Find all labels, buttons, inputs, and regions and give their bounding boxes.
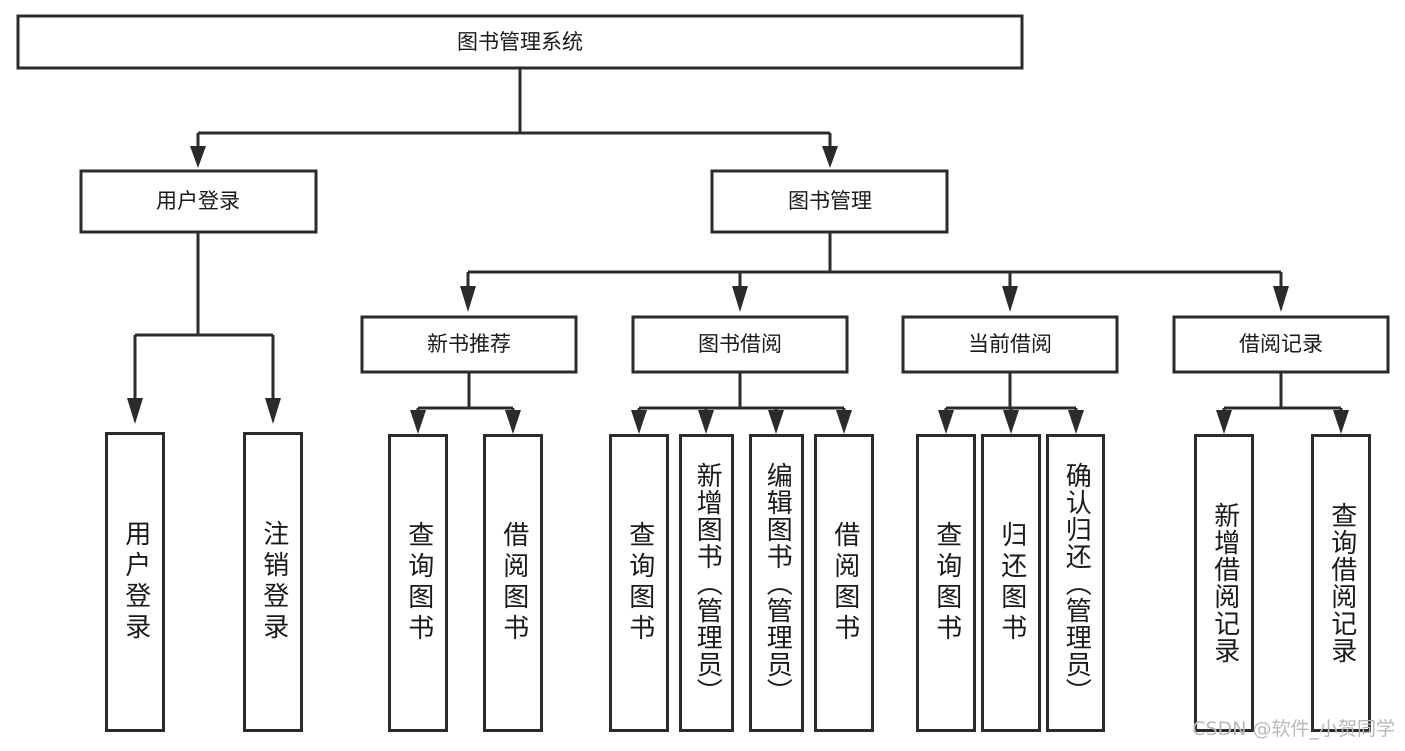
- connector-book-management-to-level3: [460, 232, 1289, 312]
- leaf-query-borrow-record-label: 查询借阅记录: [1326, 502, 1357, 664]
- node-root-box: [16, 14, 1024, 70]
- leaf-edit-book-admin[interactable]: 编辑图书（管理员）: [749, 434, 804, 732]
- arrow-head-icon: [698, 410, 714, 434]
- node-user-login[interactable]: 用户登录: [79, 169, 318, 234]
- connector-borrow-record-to-leaves: [1216, 372, 1349, 434]
- node-root[interactable]: 图书管理系统: [16, 14, 1024, 70]
- node-borrow-record-label: 借阅记录: [1239, 332, 1323, 356]
- connector-new-book-recommend-to-leaves: [410, 372, 521, 434]
- node-book-management-label: 图书管理: [788, 189, 872, 213]
- arrow-head-icon: [938, 410, 954, 434]
- node-current-borrow[interactable]: 当前借阅: [901, 315, 1119, 374]
- arrow-head-icon: [631, 410, 647, 434]
- leaf-return-book[interactable]: 归还图书: [981, 434, 1041, 732]
- arrow-head-icon: [410, 410, 426, 434]
- node-new-book-recommend-label: 新书推荐: [427, 332, 511, 356]
- leaf-current-query-book[interactable]: 查询图书: [916, 434, 976, 732]
- leaf-confirm-return-admin[interactable]: 确认归还（管理员）: [1046, 434, 1105, 732]
- watermark-text: CSDN @软件_小贺同学: [1192, 718, 1395, 740]
- leaf-add-book-admin-label: 新增图书（管理员）: [692, 461, 723, 705]
- node-new-book-recommend[interactable]: 新书推荐: [360, 315, 578, 374]
- leaf-logout-label: 注销登录: [258, 520, 289, 644]
- leaf-query-borrow-record[interactable]: 查询借阅记录: [1311, 434, 1371, 732]
- node-book-borrow-label: 图书借阅: [698, 332, 782, 356]
- leaf-recommend-borrow-book[interactable]: 借阅图书: [483, 434, 543, 732]
- arrow-head-icon: [1333, 410, 1349, 434]
- arrow-head-icon: [1216, 410, 1232, 434]
- leaf-recommend-query-book-label: 查询图书: [403, 521, 434, 645]
- leaf-current-query-book-label: 查询图书: [931, 521, 962, 645]
- node-current-borrow-box: [901, 315, 1119, 374]
- leaf-recommend-query-book[interactable]: 查询图书: [388, 434, 448, 732]
- connector-book-borrow-to-leaves: [631, 372, 852, 434]
- arrow-head-icon: [460, 286, 476, 312]
- leaf-user-login[interactable]: 用户登录: [105, 432, 165, 732]
- arrow-head-icon: [505, 410, 521, 434]
- leaf-add-borrow-record[interactable]: 新增借阅记录: [1194, 434, 1254, 732]
- leaf-borrow-query-book[interactable]: 查询图书: [609, 434, 669, 732]
- node-book-borrow[interactable]: 图书借阅: [631, 315, 849, 374]
- arrow-head-icon: [822, 146, 838, 168]
- node-new-book-recommend-box: [360, 315, 578, 374]
- arrow-head-icon: [1273, 286, 1289, 312]
- leaf-edit-book-admin-label: 编辑图书（管理员）: [762, 461, 793, 705]
- arrow-head-icon: [1003, 410, 1019, 434]
- arrow-head-icon: [1002, 286, 1018, 312]
- leaf-add-book-admin[interactable]: 新增图书（管理员）: [679, 434, 734, 732]
- leaf-borrow-query-book-label: 查询图书: [624, 521, 655, 645]
- leaf-logout[interactable]: 注销登录: [243, 432, 303, 732]
- node-user-login-label: 用户登录: [156, 189, 240, 213]
- arrow-head-icon: [732, 286, 748, 312]
- leaf-borrow-book[interactable]: 借阅图书: [814, 434, 874, 732]
- arrow-head-icon: [1068, 410, 1084, 434]
- arrow-head-icon: [190, 146, 206, 168]
- leaf-recommend-borrow-book-label: 借阅图书: [498, 521, 529, 645]
- leaf-borrow-book-label: 借阅图书: [829, 521, 860, 645]
- arrow-head-icon: [265, 398, 281, 424]
- leaf-add-borrow-record-label: 新增借阅记录: [1209, 502, 1240, 664]
- connector-root-to-level2: [190, 68, 838, 168]
- connector-user-login-to-leaves: [127, 232, 281, 424]
- leaf-confirm-return-admin-label: 确认归还（管理员）: [1061, 461, 1092, 705]
- arrow-head-icon: [127, 398, 143, 424]
- leaf-user-login-label: 用户登录: [120, 520, 151, 644]
- arrow-head-icon: [836, 410, 852, 434]
- node-current-borrow-label: 当前借阅: [968, 332, 1052, 356]
- node-root-label: 图书管理系统: [457, 30, 583, 54]
- arrow-head-icon: [768, 410, 784, 434]
- leaf-return-book-label: 归还图书: [996, 521, 1027, 645]
- node-borrow-record[interactable]: 借阅记录: [1172, 315, 1390, 374]
- node-book-management[interactable]: 图书管理: [710, 169, 949, 234]
- connector-current-borrow-to-leaves: [938, 372, 1084, 434]
